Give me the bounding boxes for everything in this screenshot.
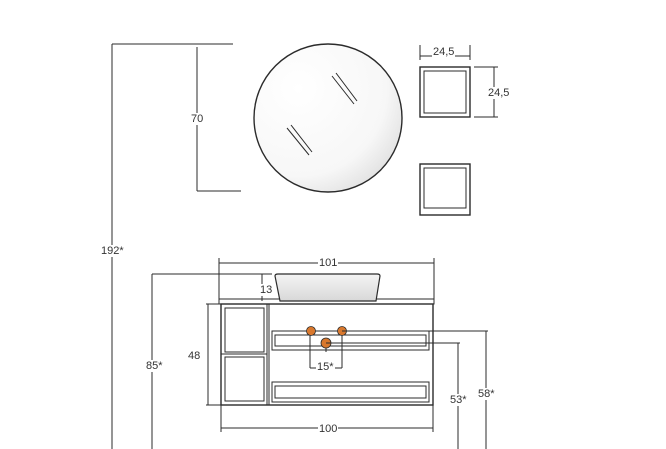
- drawer-height-label: 48: [187, 350, 202, 362]
- cabinet-height-label: 85*: [145, 360, 164, 372]
- cabinet-height-dimension: [151, 273, 272, 449]
- base-width-label: 100: [318, 423, 339, 435]
- plumbing-fittings: [306, 326, 347, 349]
- shelf-depth-label: 24,5: [487, 87, 511, 99]
- lower-drawer: [271, 381, 430, 403]
- height-58-label: 58*: [477, 388, 496, 400]
- top-width-label: 101: [318, 257, 339, 269]
- total-height-label: 192*: [100, 245, 125, 257]
- vessel-basin: [274, 273, 381, 302]
- inlet-height-dimension: [342, 330, 488, 449]
- height-53-label: 53*: [449, 394, 468, 406]
- outlet-height-dimension: [326, 342, 460, 449]
- round-mirror: [253, 43, 403, 193]
- shelf-front-view: [419, 66, 471, 118]
- shelf-side-view: [419, 163, 471, 216]
- total-height-dimension: [111, 43, 233, 449]
- tap-spacing-label: 15*: [316, 361, 335, 373]
- water-inlet-left: [306, 326, 316, 336]
- mirror-height-label: 70: [190, 113, 205, 125]
- upper-drawer: [271, 330, 430, 351]
- drawer-height-dimension: [206, 303, 221, 406]
- cabinet-body: [220, 303, 434, 406]
- basin-height-label: 13: [259, 284, 274, 296]
- shelf-width-label: 24,5: [432, 46, 456, 58]
